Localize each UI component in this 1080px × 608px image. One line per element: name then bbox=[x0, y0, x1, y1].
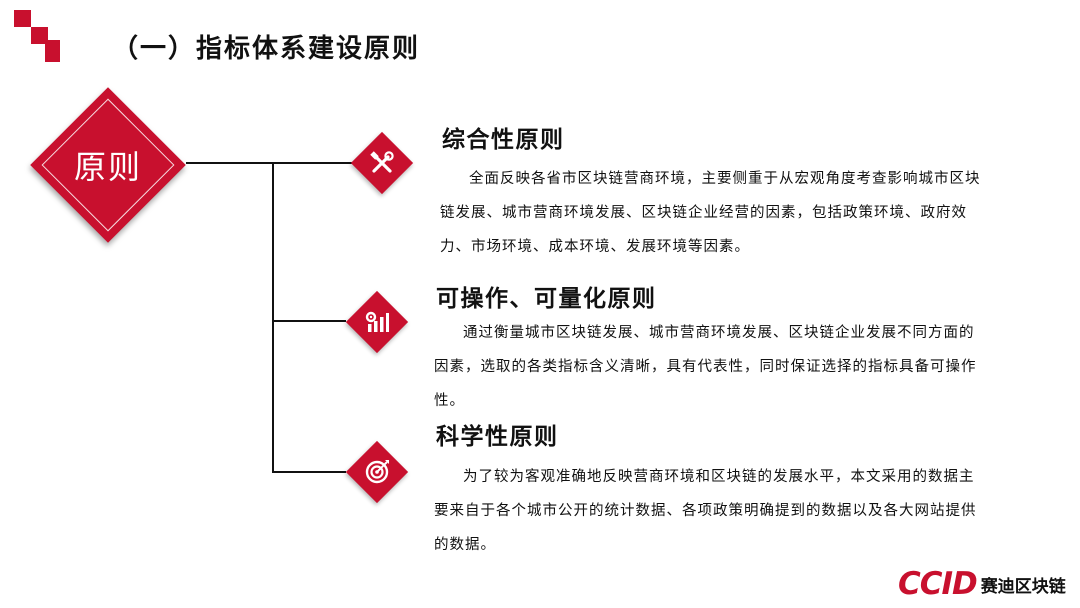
section-3-body: 为了较为客观准确地反映营商环境和区块链的发展水平，本文采用的数据主要来自于各个城… bbox=[434, 469, 977, 553]
page-title: （一）指标体系建设原则 bbox=[112, 34, 421, 64]
bar-chart-gear-icon bbox=[365, 311, 389, 332]
section-1-title: 综合性原则 bbox=[442, 126, 565, 153]
logo-text: 赛迪区块链 bbox=[980, 576, 1066, 597]
logo-mark: CCID bbox=[898, 566, 978, 602]
principle-label: 原则 bbox=[73, 148, 142, 186]
corner-square-3 bbox=[45, 40, 60, 62]
corner-square-2 bbox=[31, 27, 48, 44]
principle-diamond: 原则 bbox=[30, 87, 186, 243]
section-2-body: 通过衡量城市区块链发展、城市营商环境发展、区块链企业发展不同方面的因素，选取的各… bbox=[434, 325, 977, 409]
connector-branch-3 bbox=[272, 471, 346, 473]
section-3-diamond bbox=[345, 440, 409, 504]
ccid-logo: CCID 赛迪区块链 bbox=[898, 564, 1078, 604]
section-2-title: 可操作、可量化原则 bbox=[436, 285, 657, 312]
section-3-title: 科学性原则 bbox=[436, 423, 559, 450]
corner-square-1 bbox=[14, 10, 31, 27]
target-icon bbox=[365, 460, 389, 484]
section-2-diamond bbox=[345, 290, 409, 354]
section-1-diamond bbox=[350, 131, 414, 195]
tools-icon bbox=[370, 151, 394, 173]
connector-branch-2 bbox=[272, 320, 346, 322]
section-1-body: 全面反映各省市区块链营商环境，主要侧重于从宏观角度考查影响城市区块链发展、城市营… bbox=[440, 171, 981, 255]
connector-vertical bbox=[272, 162, 274, 473]
